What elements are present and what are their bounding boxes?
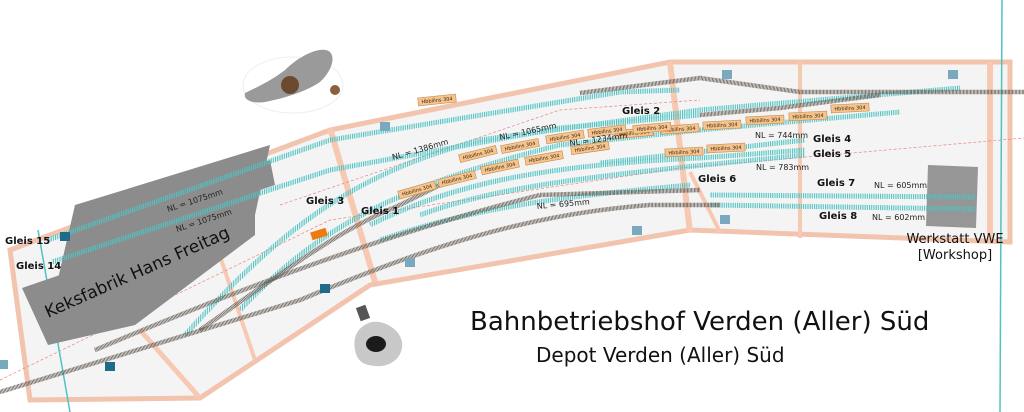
length-gleis-4: NL = 744mm <box>755 131 808 140</box>
figure-top <box>242 49 344 114</box>
warehouse-building <box>72 160 275 252</box>
wagon-label: Hbbillns 304 <box>668 149 699 157</box>
wagon-label: Hbbillns 304 <box>421 96 453 105</box>
length-gleis-8: NL = 602mm <box>872 213 925 222</box>
label-gleis-15: Gleis 15 <box>5 236 50 247</box>
page-title: Bahnbetriebshof Verden (Aller) Süd <box>470 307 930 337</box>
wagon-hbbillns-304: Hbbillns 304 <box>745 114 785 126</box>
wagon-label: Hbbillns 304 <box>834 105 865 113</box>
label-gleis-2: Gleis 2 <box>622 106 660 117</box>
wagon-hbbillns-304: Hbbillns 304 <box>545 129 585 145</box>
track-gleis-15 <box>47 87 681 243</box>
wagon-hbbillns-304: Hbbillns 304 <box>830 102 870 114</box>
wagon-hbbillns-304: Hbbillns 304 <box>417 93 457 107</box>
track-labels: Gleis 15 Gleis 14 Gleis 3 Gleis 1 Gleis … <box>5 106 857 272</box>
wagon-label: Hbbillns 304 <box>710 145 741 153</box>
label-gleis-3: Gleis 3 <box>306 196 344 207</box>
page-subtitle: Depot Verden (Aller) Süd <box>536 343 785 367</box>
main-line-lower <box>0 202 720 395</box>
main-line-top <box>579 75 1024 96</box>
label-gleis-6: Gleis 6 <box>698 174 736 185</box>
wagon-hbbillns-304: Hbbillns 304 <box>500 138 540 154</box>
wagon-hbbillns-304: Hbbillns 304 <box>570 141 610 155</box>
main-line-top-branch <box>699 92 881 118</box>
label-gleis-8: Gleis 8 <box>819 211 857 222</box>
wagon-hbbillns-304: Hbbillns 304 <box>587 124 627 138</box>
main-tracks <box>0 75 1024 395</box>
signals <box>0 70 958 371</box>
wagon-hbbillns-304: Hbbillns 304 <box>702 119 742 131</box>
label-gleis-1: Gleis 1 <box>361 206 399 217</box>
workshop-label: Werkstatt VWE [Workshop] <box>888 232 1022 264</box>
label-gleis-14: Gleis 14 <box>16 261 61 272</box>
wagon-label: Hbbillns 304 <box>549 132 581 143</box>
length-gleis-7: NL = 605mm <box>874 181 927 190</box>
wagon-label: Hbbillns 304 <box>528 153 560 164</box>
length-gleis-5: NL = 783mm <box>756 163 809 172</box>
label-gleis-5: Gleis 5 <box>813 149 851 160</box>
main-line-middle <box>94 187 701 353</box>
wagon-label: Hbbillns 304 <box>636 124 668 133</box>
track-gleis-8 <box>709 202 976 212</box>
wagon-label: Hbbillns 304 <box>504 141 536 153</box>
workshop-label-line2: [Workshop] <box>917 248 993 263</box>
wagon-hbbillns-304: Hbbillns 304 <box>664 146 704 158</box>
track-gleis-5 <box>419 152 806 218</box>
label-gleis-7: Gleis 7 <box>817 178 855 189</box>
wagon-label: Hbbillns 304 <box>591 127 623 137</box>
wagon-label: Hbbillns 304 <box>664 126 696 134</box>
label-gleis-4: Gleis 4 <box>813 134 851 145</box>
wagon-label: Hbbillns 304 <box>706 122 737 130</box>
wagon-label: Hbbillns 304 <box>792 113 823 121</box>
main-line-ladder <box>198 182 442 332</box>
wagon-label: Hbbillns 304 <box>574 144 606 154</box>
track-gleis-3 <box>183 85 961 337</box>
figure-bottom <box>344 304 412 372</box>
orange-marker <box>310 227 328 241</box>
track-gleis-1 <box>368 147 806 228</box>
track-gleis-7 <box>709 192 976 200</box>
wagon-label: Hbbillns 304 <box>749 117 780 125</box>
wagon-hbbillns-304: Hbbillns 304 <box>706 142 746 154</box>
workshop-label-line1: Werkstatt VWE <box>906 232 1004 247</box>
wagon-hbbillns-304: Hbbillns 304 <box>788 110 828 122</box>
wagon-hbbillns-304: Hbbillns 304 <box>632 122 672 134</box>
wagon-hbbillns-304: Hbbillns 304 <box>524 150 564 166</box>
